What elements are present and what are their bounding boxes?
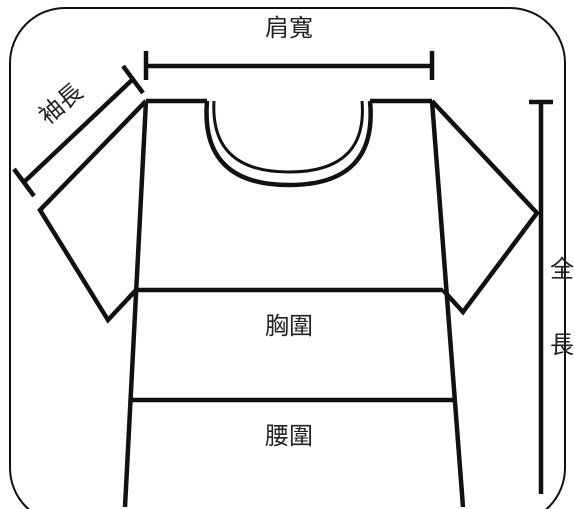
sleeve-length-dimension	[12, 64, 145, 198]
rounded-frame	[9, 7, 566, 509]
shoulder-width-dimension	[143, 51, 435, 80]
total-length-label-top: 全	[550, 255, 574, 283]
collar	[204, 100, 373, 188]
waist-label: 腰圍	[265, 422, 313, 450]
shirt-outline	[37, 98, 540, 508]
total-length-label-bottom: 長	[550, 331, 574, 359]
shoulder-width-label: 肩寬	[265, 14, 313, 42]
total-length-dimension	[529, 99, 553, 494]
chest-label: 胸圍	[265, 312, 313, 340]
